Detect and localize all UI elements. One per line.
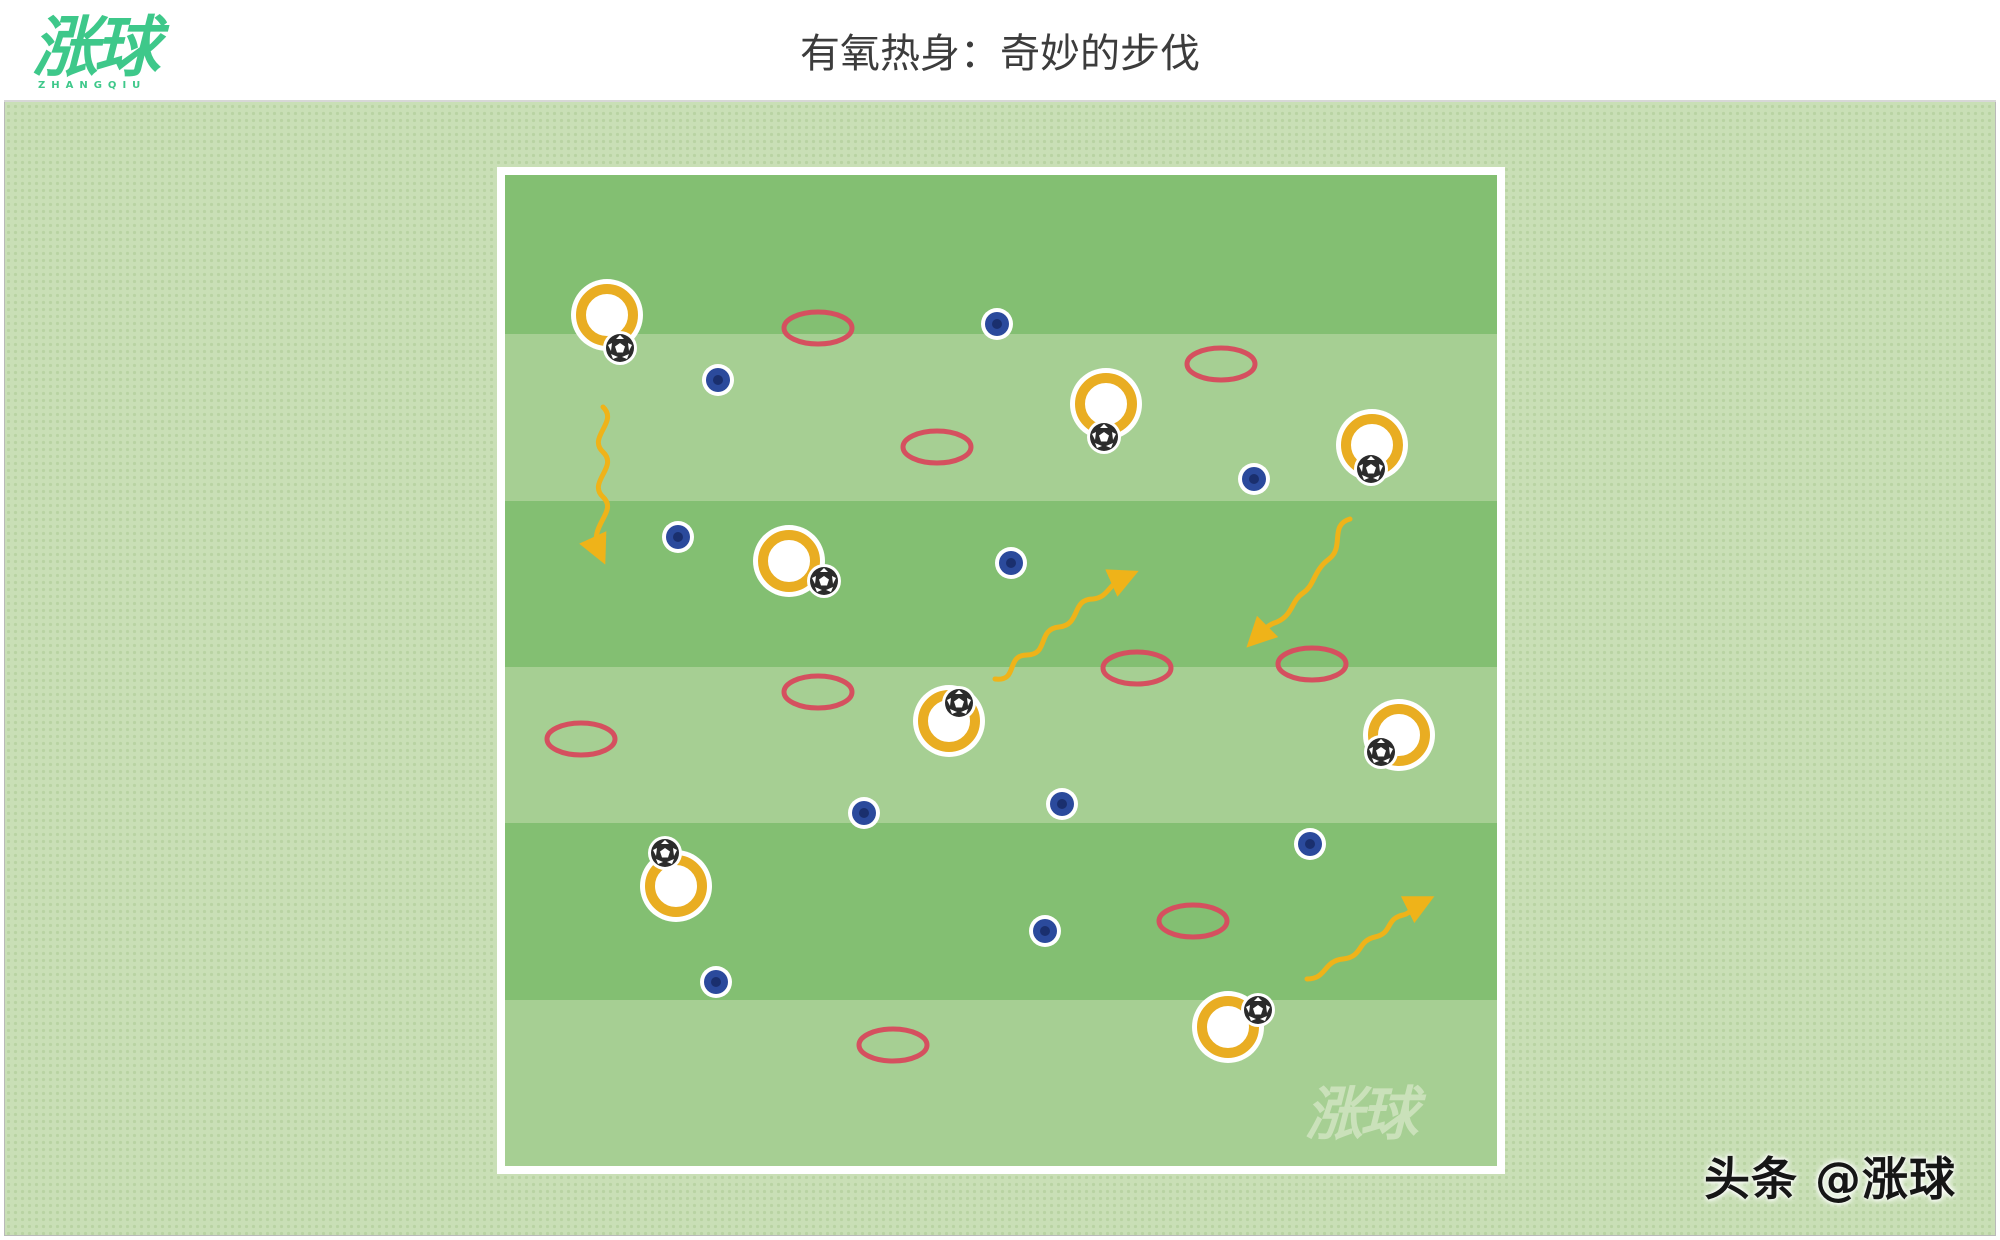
cone-icon bbox=[662, 521, 694, 553]
hoop-icon bbox=[1184, 345, 1258, 383]
pitch-diagram bbox=[505, 175, 1497, 1166]
cones bbox=[662, 308, 1326, 998]
cone-icon bbox=[1029, 915, 1061, 947]
cone-icon bbox=[700, 966, 732, 998]
watermark-logo: 涨球 bbox=[1305, 1080, 1418, 1148]
football-icon bbox=[648, 836, 682, 870]
header-bar: 涨球 ZHANGQIU 有氧热身：奇妙的步伐 bbox=[4, 4, 1996, 102]
pitch-stripe bbox=[505, 1000, 1497, 1166]
football-icon bbox=[1241, 993, 1275, 1027]
football-icon bbox=[603, 331, 637, 365]
hoop-icon bbox=[781, 309, 855, 347]
cone-icon bbox=[848, 797, 880, 829]
pitch-stripe bbox=[505, 501, 1497, 667]
hoop-icon bbox=[1100, 649, 1174, 687]
dribble-arrow-icon bbox=[992, 569, 1139, 682]
player-ring-icon bbox=[1070, 368, 1142, 440]
pitch-stripe bbox=[505, 175, 1497, 334]
dribble-arrows bbox=[579, 404, 1435, 982]
logo-subtext: ZHANGQIU bbox=[38, 80, 147, 91]
page-title: 有氧热身：奇妙的步伐 bbox=[800, 31, 1200, 77]
hoop-icon bbox=[856, 1026, 930, 1064]
hoop-icon bbox=[1156, 902, 1230, 940]
logo-text: 涨球 bbox=[32, 9, 160, 86]
pitch-stripe bbox=[505, 334, 1497, 501]
player-ring-icon bbox=[753, 525, 825, 597]
cone-icon bbox=[1238, 463, 1270, 495]
player-ring-icon bbox=[1192, 991, 1264, 1063]
football-icon bbox=[1354, 452, 1388, 486]
cone-icon bbox=[702, 364, 734, 396]
football-icon bbox=[942, 686, 976, 720]
dribble-arrow-icon bbox=[1246, 516, 1353, 648]
cone-icon bbox=[995, 547, 1027, 579]
hoop-icon bbox=[900, 428, 974, 466]
dribble-arrow-icon bbox=[1304, 896, 1435, 982]
cone-icon bbox=[1294, 828, 1326, 860]
source-credit: 头条 @涨球 bbox=[1703, 1152, 1956, 1206]
football-icon bbox=[807, 564, 841, 598]
hoop-icon bbox=[781, 673, 855, 711]
training-pitch: 涨球 bbox=[497, 167, 1505, 1174]
football-icon bbox=[1364, 735, 1398, 769]
football-icon bbox=[1087, 420, 1121, 454]
dribble-arrow-icon bbox=[579, 404, 611, 565]
logo: 涨球 ZHANGQIU bbox=[32, 12, 222, 98]
hoop-icon bbox=[1275, 645, 1349, 683]
players bbox=[571, 279, 1435, 1063]
hoop-icon bbox=[544, 720, 618, 758]
cone-icon bbox=[981, 308, 1013, 340]
pitch-stripe bbox=[505, 667, 1497, 823]
hoops bbox=[544, 309, 1349, 1064]
cone-icon bbox=[1046, 788, 1078, 820]
